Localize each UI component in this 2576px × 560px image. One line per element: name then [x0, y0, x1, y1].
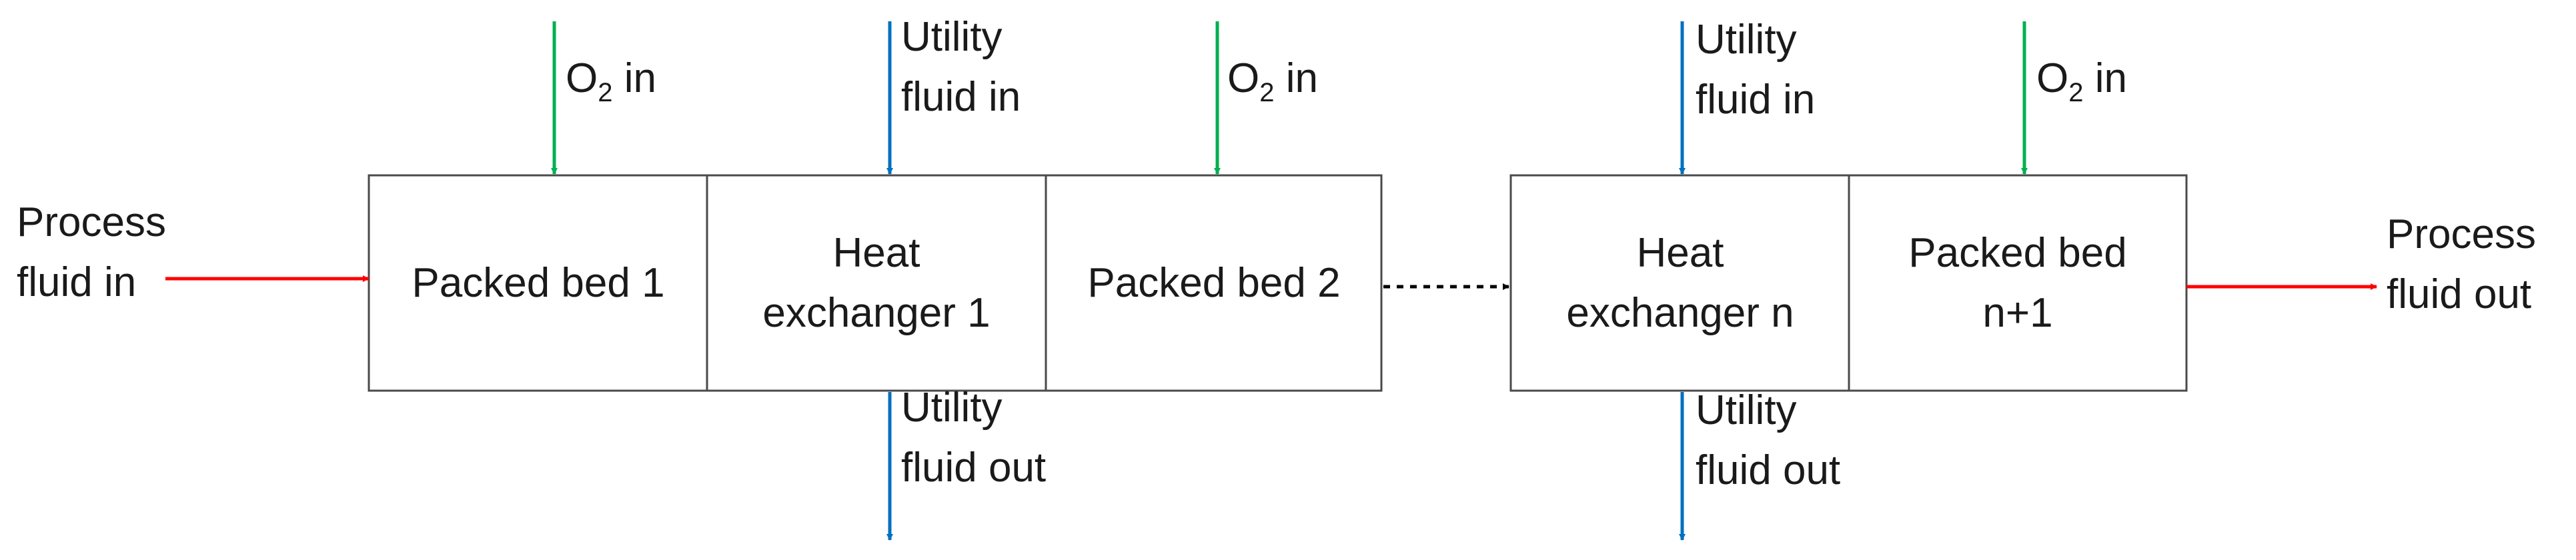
- utility-in-label-2: Utility fluid in: [1696, 17, 1815, 123]
- block-packed-bed-n1-line-1: Packed bed: [1908, 230, 2126, 276]
- utility-out-label-2-line-2: fluid out: [1696, 447, 1840, 493]
- block-packed-bed-2-line-1: Packed bed 2: [1087, 260, 1340, 306]
- process-in-label: Process fluid in: [17, 199, 166, 305]
- process-out-label-line-2: fluid out: [2387, 271, 2531, 317]
- block-heat-exchanger-n: Heat exchanger n: [1566, 230, 1794, 336]
- o2-label-2: O2 in: [1227, 55, 1318, 107]
- utility-in-label-1: Utility fluid in: [901, 14, 1021, 120]
- utility-in-label-2-line-2: fluid in: [1696, 77, 1815, 123]
- utility-out-label-1-line-1: Utility: [901, 385, 1003, 431]
- process-out-label: Process fluid out: [2387, 211, 2536, 317]
- block-packed-bed-n1-line-2: n+1: [1982, 290, 2052, 336]
- utility-out-label-2: Utility fluid out: [1696, 387, 1840, 493]
- block-packed-bed-n1: Packed bed n+1: [1908, 230, 2126, 336]
- block-heat-exchanger-1: Heat exchanger 1: [762, 230, 990, 336]
- utility-in-label-1-line-1: Utility: [901, 14, 1003, 60]
- utility-out-label-1: Utility fluid out: [901, 385, 1046, 491]
- block-heat-exchanger-n-line-1: Heat: [1637, 230, 1724, 276]
- block-packed-bed-2: Packed bed 2: [1087, 260, 1340, 306]
- block-heat-exchanger-n-line-2: exchanger n: [1566, 290, 1794, 336]
- utility-out-label-1-line-2: fluid out: [901, 445, 1046, 491]
- o2-label-3: O2 in: [2036, 55, 2127, 107]
- utility-in-label-2-line-1: Utility: [1696, 17, 1797, 63]
- left-block-group: [368, 174, 1383, 392]
- block-heat-exchanger-1-line-1: Heat: [833, 230, 920, 276]
- process-in-label-line-2: fluid in: [17, 259, 136, 305]
- utility-out-label-2-line-1: Utility: [1696, 387, 1797, 433]
- o2-label-1: O2 in: [566, 55, 656, 107]
- utility-in-label-1-line-2: fluid in: [901, 74, 1021, 120]
- block-packed-bed-1: Packed bed 1: [412, 260, 664, 306]
- block-heat-exchanger-1-line-2: exchanger 1: [762, 290, 990, 336]
- process-out-label-line-1: Process: [2387, 211, 2536, 257]
- block-packed-bed-1-line-1: Packed bed 1: [412, 260, 664, 306]
- process-in-label-line-1: Process: [17, 199, 166, 245]
